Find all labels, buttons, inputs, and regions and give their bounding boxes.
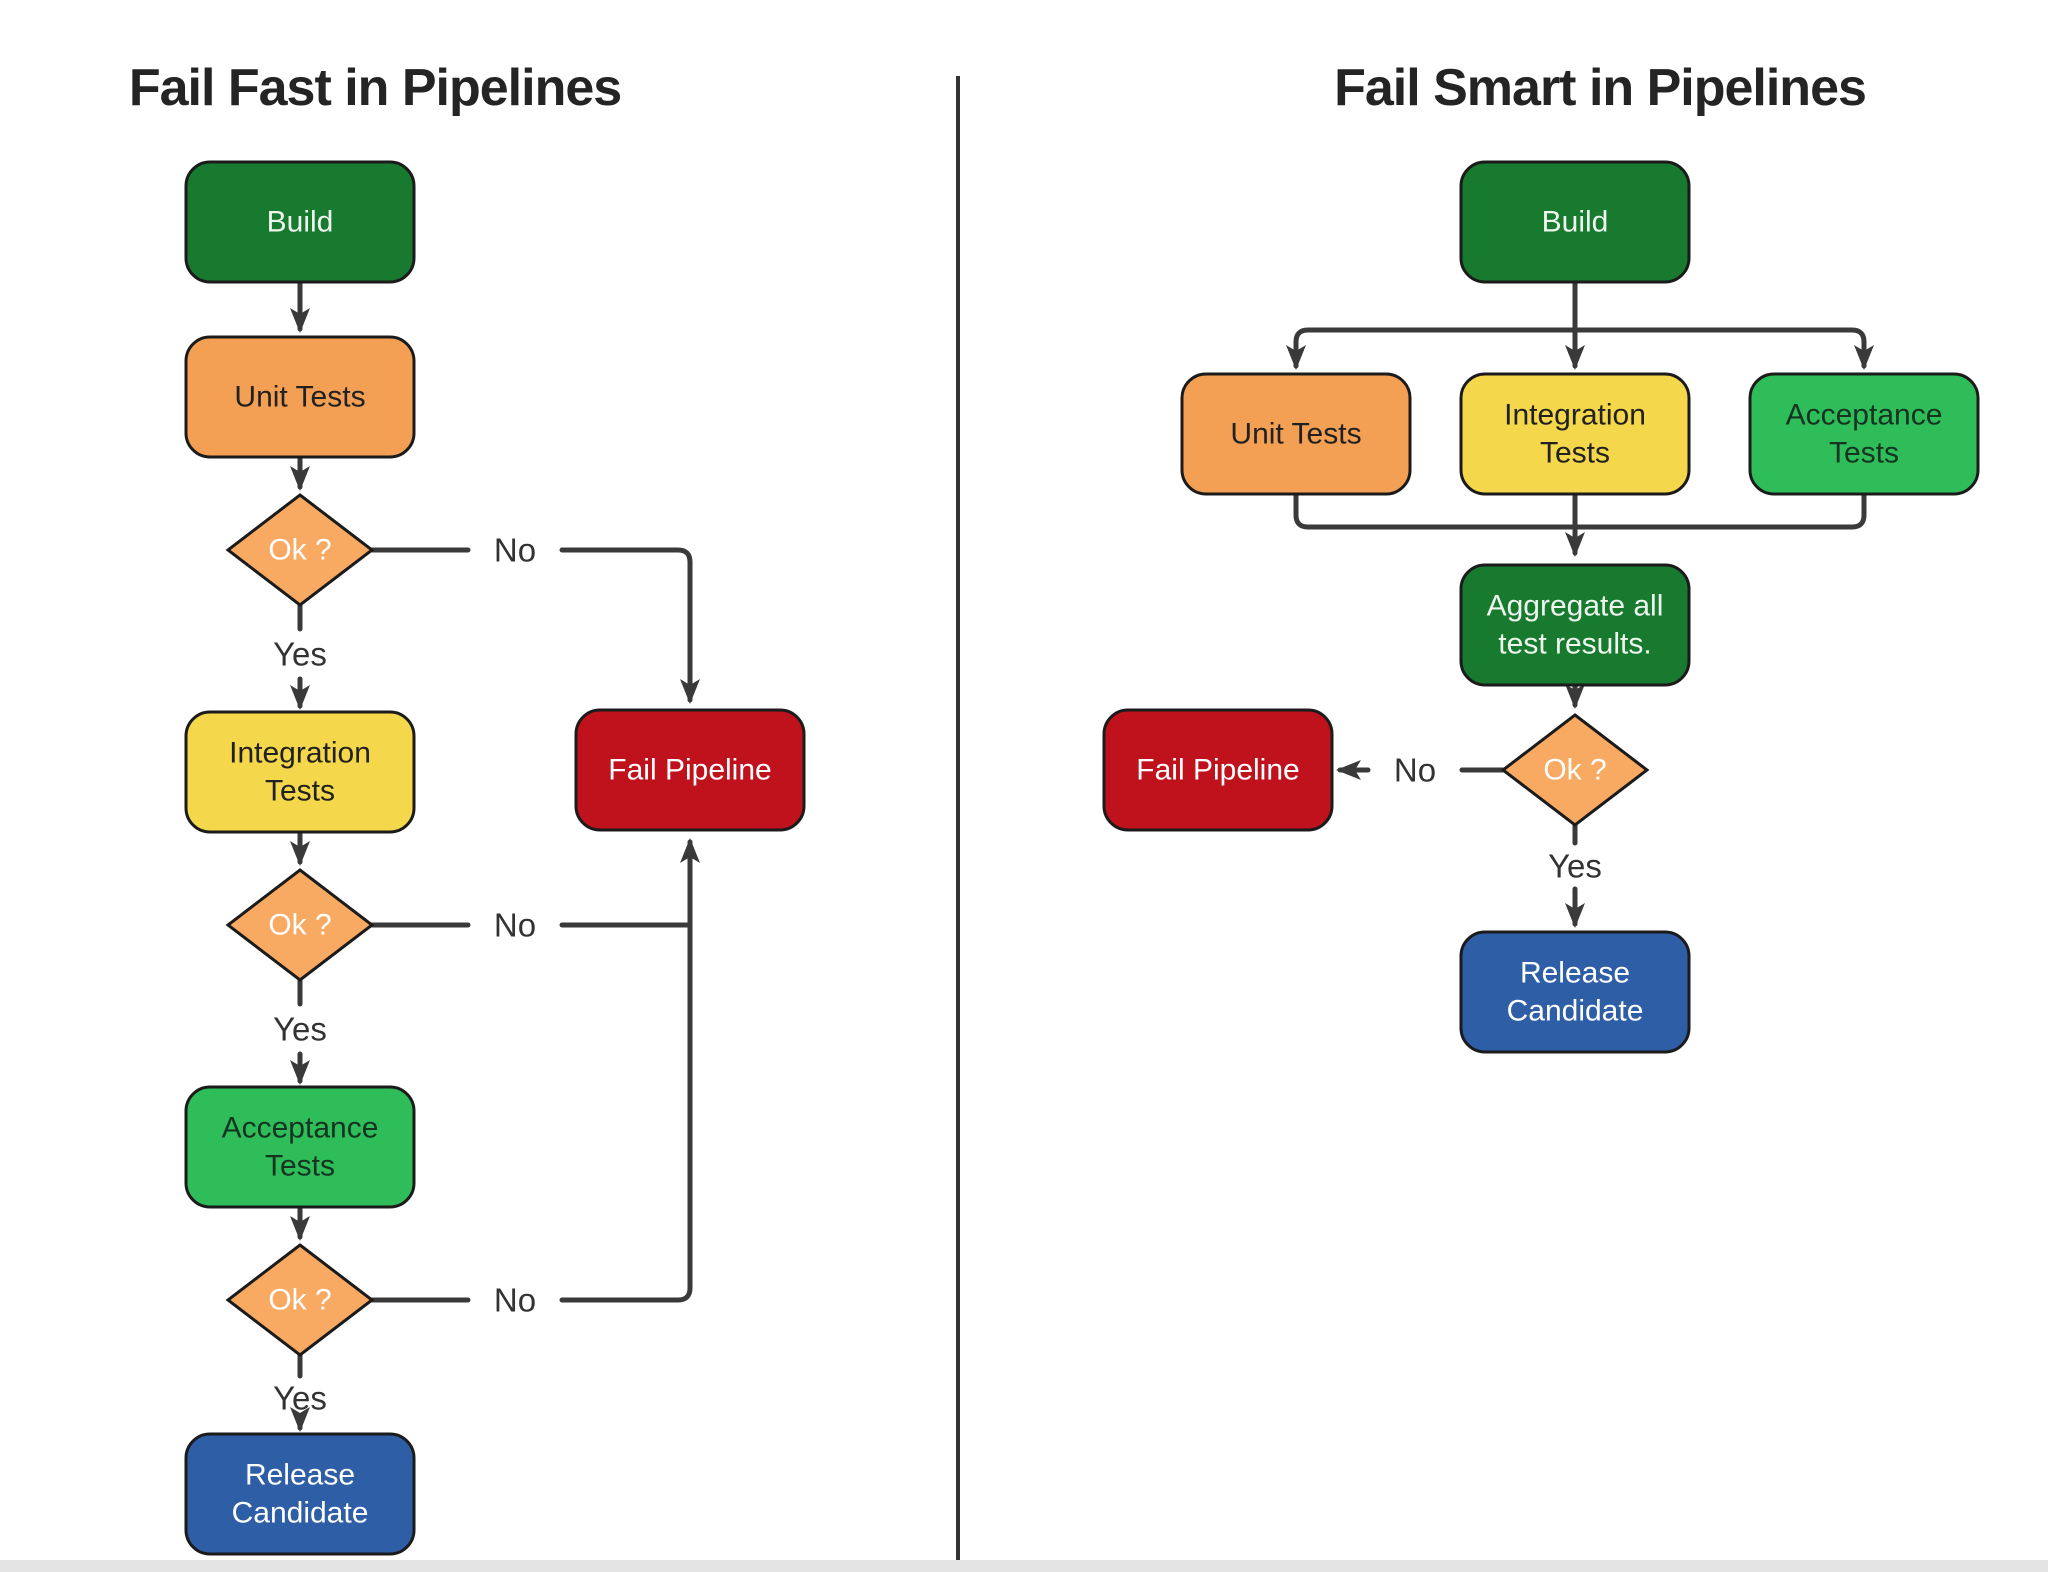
- acceptance-tests-node: [1748, 372, 1980, 496]
- unit-tests-label: Unit Tests: [234, 381, 365, 414]
- fail-fast-panel: Fail Fast in Pipelines No: [129, 59, 806, 1556]
- ok-integration-label: Ok ?: [268, 909, 331, 942]
- fail-pipeline-node: [574, 708, 806, 832]
- integration-tests-label-line2: Tests: [265, 775, 335, 808]
- unit-tests-node: [1180, 372, 1412, 496]
- edge-label-yes: Yes: [1548, 848, 1602, 885]
- acceptance-tests-label-line1: Acceptance: [222, 1112, 379, 1145]
- edge-split-to-unit: [1286, 327, 1578, 370]
- fail-smart-edge-labels: No Yes: [1394, 752, 1602, 885]
- fail-smart-edges: [1286, 279, 1874, 928]
- build-node: [184, 160, 416, 284]
- edge-label-no-1: No: [494, 532, 536, 569]
- bottom-edge-strip: [0, 1560, 2048, 1572]
- ok-label: Ok ?: [1543, 754, 1606, 787]
- release-candidate-node: [1459, 930, 1691, 1054]
- edge-acceptance-to-merge: [1572, 491, 1867, 530]
- integration-tests-label-line2: Tests: [1540, 437, 1610, 470]
- integration-tests-node: [1459, 372, 1691, 496]
- release-candidate-node: [184, 1432, 416, 1556]
- acceptance-tests-label-line2: Tests: [1829, 437, 1899, 470]
- release-candidate-label-line2: Candidate: [1507, 995, 1644, 1028]
- acceptance-tests-node: [184, 1085, 416, 1209]
- build-label: Build: [267, 206, 334, 239]
- unit-tests-node: [184, 335, 416, 459]
- integration-tests-node: [184, 710, 416, 834]
- edge-no-unit-segment2: [559, 547, 700, 704]
- fail-fast-title: Fail Fast in Pipelines: [129, 59, 621, 117]
- aggregate-results-label-line2: test results.: [1498, 628, 1651, 661]
- fail-fast-edge-labels: No Yes No Yes No Yes: [273, 532, 536, 1417]
- edge-label-no-3: No: [494, 1282, 536, 1319]
- acceptance-tests-label-line2: Tests: [265, 1150, 335, 1183]
- integration-tests-label-line1: Integration: [229, 737, 371, 770]
- edge-label-no-2: No: [494, 907, 536, 944]
- ok-decision: [1500, 713, 1650, 827]
- release-candidate-label-line1: Release: [245, 1459, 355, 1492]
- fail-fast-edges: [290, 279, 700, 1432]
- aggregate-results-node: [1459, 563, 1691, 687]
- fail-smart-panel: Fail Smart in Pipelines No Yes: [1102, 59, 1980, 1054]
- ok-acceptance-label: Ok ?: [268, 1284, 331, 1317]
- edge-label-yes-2: Yes: [273, 1011, 327, 1048]
- ok-unit-label: Ok ?: [268, 534, 331, 567]
- ok-decision-unit: [225, 493, 375, 607]
- fail-smart-nodes: [1102, 160, 1980, 1054]
- fail-smart-title: Fail Smart in Pipelines: [1334, 59, 1866, 117]
- edge-label-yes-1: Yes: [273, 636, 327, 673]
- unit-tests-label: Unit Tests: [1230, 418, 1361, 451]
- aggregate-results-label-line1: Aggregate all: [1487, 590, 1664, 623]
- fail-pipeline-node: [1102, 708, 1334, 832]
- edge-split-to-acceptance: [1572, 327, 1874, 370]
- integration-tests-label-line1: Integration: [1504, 399, 1646, 432]
- edge-label-no: No: [1394, 752, 1436, 789]
- fail-pipeline-label: Fail Pipeline: [1136, 754, 1299, 787]
- edge-no-acceptance-segment2: [559, 838, 700, 1303]
- fail-pipeline-label: Fail Pipeline: [608, 754, 771, 787]
- edge-unit-to-merge: [1293, 491, 1578, 530]
- fail-smart-node-labels: Build Unit Tests Integration Tests Accep…: [1136, 206, 1942, 1028]
- ok-decision-acceptance: [225, 1243, 375, 1357]
- release-candidate-label-line2: Candidate: [232, 1497, 369, 1530]
- edge-label-yes-3: Yes: [273, 1380, 327, 1417]
- acceptance-tests-label-line1: Acceptance: [1786, 399, 1943, 432]
- build-node: [1459, 160, 1691, 284]
- fail-fast-nodes: [184, 160, 806, 1556]
- fail-fast-node-labels: Build Unit Tests Ok ? Integration Tests …: [222, 206, 772, 1530]
- release-candidate-label-line1: Release: [1520, 957, 1630, 990]
- build-label: Build: [1542, 206, 1609, 239]
- ok-decision-integration: [225, 868, 375, 982]
